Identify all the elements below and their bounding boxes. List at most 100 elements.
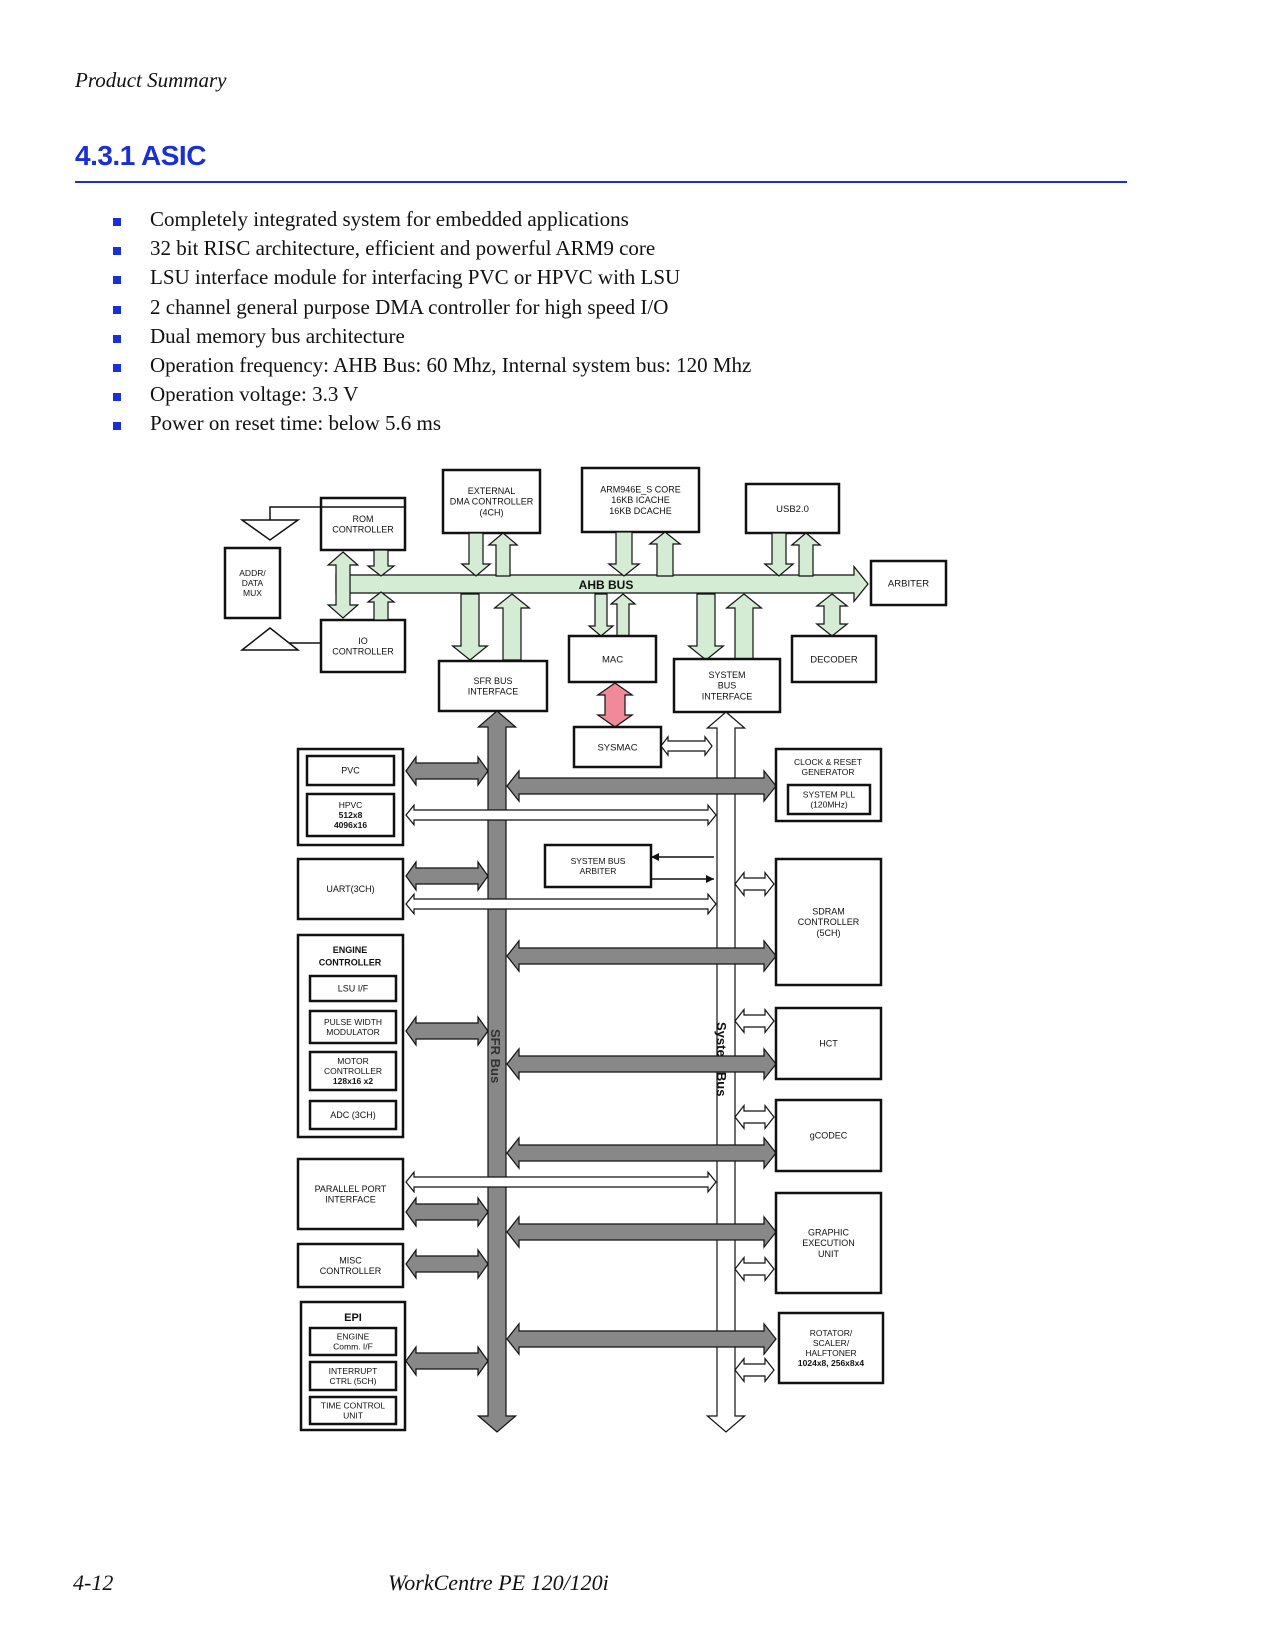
block-label: HALFTONER [805, 1348, 856, 1358]
block-label: IO [358, 636, 368, 646]
block-label: CONTROLLER [332, 524, 394, 534]
block-label: SYSTEM BUS [571, 856, 626, 866]
block-box [308, 1326, 398, 1357]
block-box [437, 659, 549, 713]
bus-arrow [815, 593, 849, 637]
list-item: Dual memory bus architecture [110, 322, 751, 351]
block-box [308, 1360, 398, 1392]
list-item: Power on reset time: below 5.6 ms [110, 409, 751, 438]
bus-arrow [724, 593, 764, 661]
bus-arrow [686, 593, 726, 661]
block-box [744, 482, 841, 535]
bus-arrow [763, 532, 795, 577]
bus-arrow [476, 710, 518, 1433]
block-label: ROTATOR/ [810, 1328, 853, 1338]
bullet-icon [113, 218, 121, 226]
block-label: UNIT [818, 1249, 839, 1259]
bus-arrow [506, 1136, 777, 1170]
block-label: 16KB DCACHE [609, 506, 672, 516]
block-label: MISC [339, 1255, 362, 1265]
connector-arrowhead [239, 519, 301, 541]
bullet-icon [113, 247, 121, 256]
bus-arrow [506, 1215, 777, 1249]
block-label: ARBITER [888, 578, 929, 589]
block-box [572, 725, 663, 769]
connector-line [269, 506, 405, 520]
bus-arrow [506, 939, 777, 973]
bus-arrow [734, 1007, 775, 1035]
connector-arrowhead [239, 627, 301, 651]
block-box [774, 1191, 883, 1295]
block-label: 16KB ICACHE [611, 495, 670, 505]
block-label: MUX [243, 588, 262, 598]
bus-arrow [609, 593, 637, 637]
list-item: Completely integrated system for embedde… [110, 205, 751, 234]
block-label: (5CH) [817, 928, 841, 938]
block-label: SYSMAC [597, 742, 637, 753]
bus-arrow [790, 532, 822, 577]
block-label: ARM946E_S CORE [600, 485, 681, 495]
block-label: MODULATOR [326, 1027, 380, 1037]
block-label: HCT [819, 1039, 838, 1049]
block-label: gCODEC [810, 1131, 848, 1141]
block-label: ARBITER [580, 866, 617, 876]
block-label: SYSTEM PLL [803, 789, 856, 799]
bullet-icon [113, 276, 121, 285]
block-box [223, 546, 282, 620]
block-label: DATA [242, 578, 264, 588]
bullet-icon [113, 422, 121, 431]
block-label: CONTROLLER [324, 1066, 382, 1076]
bus-arrow [326, 551, 360, 619]
block-label: PARALLEL PORT [315, 1184, 387, 1194]
block-label: (120MHz) [810, 799, 847, 809]
block-box [543, 843, 653, 889]
block-label: INTERFACE [325, 1194, 376, 1204]
bus-arrow [492, 593, 532, 661]
block-box [308, 1099, 398, 1131]
block-box [305, 792, 396, 838]
block-box [296, 1157, 405, 1231]
block-label: SYSTEM [708, 670, 745, 680]
block-label: EPI [344, 1312, 362, 1324]
bus-arrow [734, 1255, 775, 1283]
list-item: 2 channel general purpose DMA controller… [110, 293, 751, 322]
block-label: ADDR/ [239, 568, 266, 578]
list-item: Operation frequency: AHB Bus: 60 Mhz, In… [110, 351, 751, 380]
block-label: BUS [718, 681, 737, 691]
bullet-icon [113, 334, 121, 343]
bus-arrow [506, 1047, 777, 1081]
bus-arrow [587, 593, 615, 637]
sfr-bus-label: SFR Bus [488, 1029, 503, 1083]
bus-arrow [734, 1103, 775, 1131]
bus-arrow [405, 1196, 489, 1228]
ahb-bus-label: AHB BUS [579, 578, 634, 592]
bullet-icon [113, 393, 121, 402]
bus-arrow [405, 803, 717, 827]
block-label: DECODER [810, 654, 858, 665]
page-number: 4-12 [73, 1570, 114, 1595]
block-box [869, 559, 948, 607]
block-label: ENGINE [337, 1331, 370, 1341]
block-label: UNIT [343, 1410, 363, 1420]
block-label: PVC [341, 766, 360, 776]
block-label: LSU I/F [338, 984, 369, 994]
bus-arrow [405, 1170, 717, 1194]
block-label: TIME CONTROL [321, 1400, 385, 1410]
feature-list: Completely integrated system for embedde… [110, 205, 751, 439]
block-label: PULSE WIDTH [324, 1017, 382, 1027]
block-label: USB2.0 [776, 504, 809, 515]
block-box [296, 857, 405, 921]
bus-arrow [734, 1356, 775, 1384]
block-label: INTERRUPT [329, 1366, 378, 1376]
block-box [296, 1242, 405, 1289]
bus-arrow [648, 531, 682, 577]
block-label: 512x8 [339, 810, 363, 820]
bus-arrow [335, 564, 869, 604]
block-label: ENGINE [333, 945, 368, 955]
block-box [441, 468, 542, 535]
bus-arrow [405, 860, 489, 892]
block-label: SFR BUS [473, 676, 512, 686]
bullet-icon [113, 363, 121, 372]
bus-arrow [366, 549, 396, 577]
